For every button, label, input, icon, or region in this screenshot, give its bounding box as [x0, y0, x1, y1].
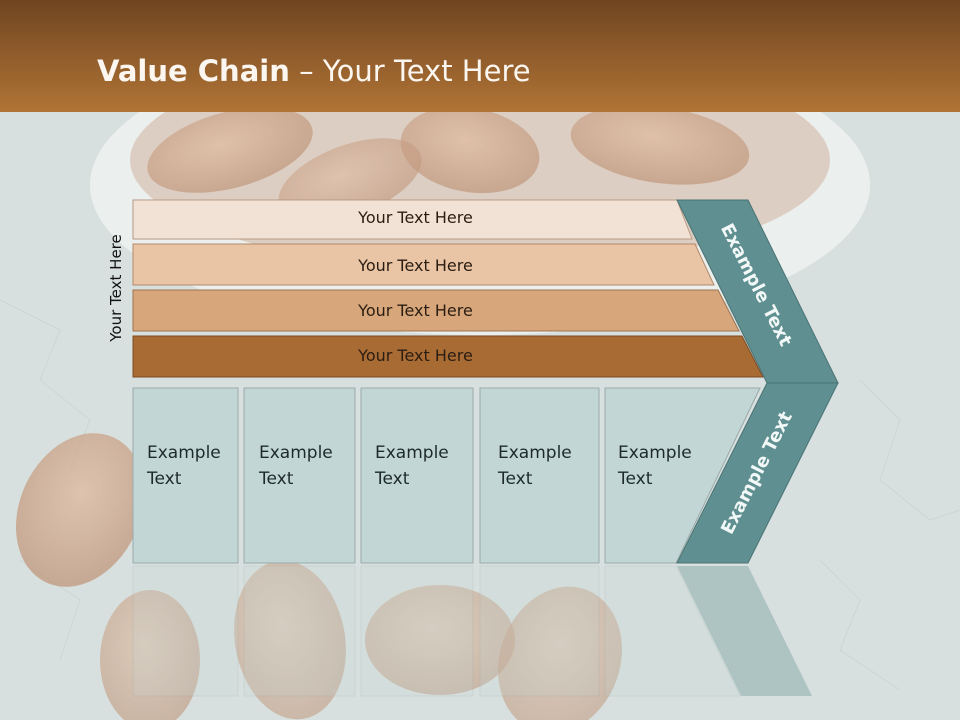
band-label-2: Your Text Here	[358, 256, 473, 275]
box-4	[479, 387, 600, 564]
band-label-4: Your Text Here	[358, 346, 473, 365]
band-1	[132, 199, 693, 240]
box-1	[132, 387, 239, 564]
box-3	[360, 387, 474, 564]
chevron-lower	[676, 382, 839, 564]
band-label-3: Your Text Here	[358, 301, 473, 320]
band-4	[132, 335, 764, 378]
box-5	[604, 387, 761, 564]
band-2	[132, 243, 715, 286]
band-3	[132, 289, 740, 332]
title-bar	[0, 0, 960, 112]
slide-title: Value Chain – Your Text Here	[97, 54, 531, 88]
box-2	[243, 387, 356, 564]
band-label-1: Your Text Here	[358, 208, 473, 227]
